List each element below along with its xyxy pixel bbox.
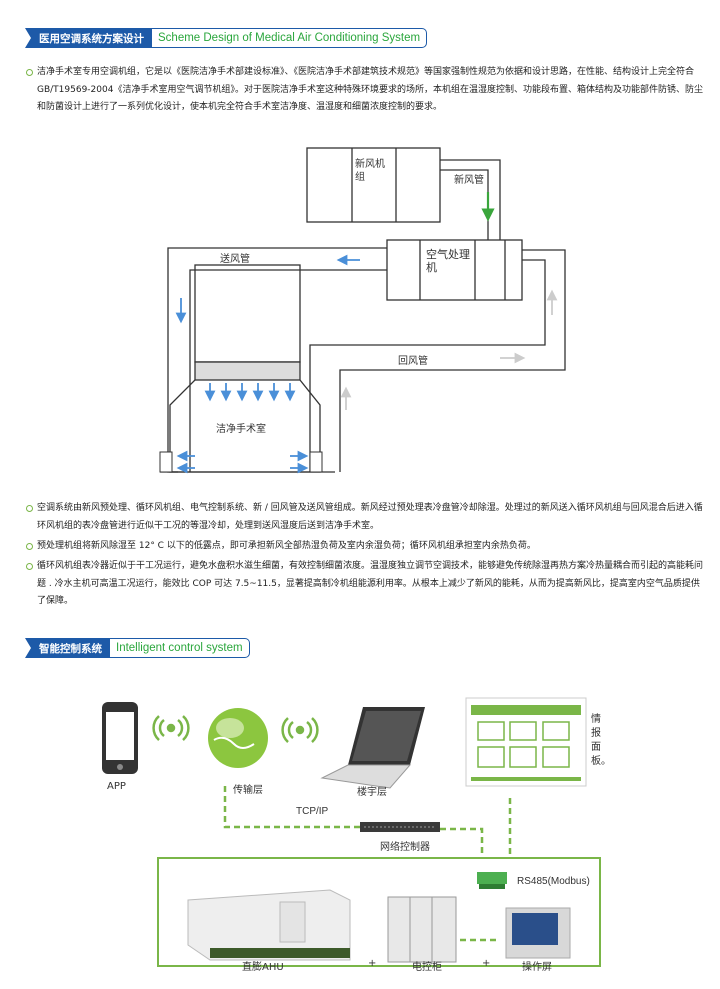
return-duct-label: 回风管 <box>398 356 428 367</box>
room-label: 洁净手术室 <box>216 424 266 435</box>
ahu-image <box>187 889 351 961</box>
network-controller-icon <box>360 822 440 832</box>
tcpip-label: TCP/IP <box>296 806 329 817</box>
info-panel-image <box>465 697 587 787</box>
rs485-label: RS485(Modbus) <box>517 876 590 887</box>
ahu-label: 空气处理机 <box>426 248 470 274</box>
wireless-icon <box>281 717 319 743</box>
section-header-hvac: 医用空调系统方案设计 Scheme Design of Medical Air … <box>25 28 428 48</box>
building-layer-label: 楼宇层 <box>357 787 387 798</box>
info-panel-label: 情报面板。 <box>591 714 611 767</box>
control-diagram <box>102 697 601 967</box>
section-title-cn: 智能控制系统 <box>25 638 110 658</box>
phone-icon <box>102 702 138 774</box>
section-header-control: 智能控制系统 Intelligent control system <box>25 638 250 658</box>
app-label: APP <box>107 781 126 792</box>
fresh-duct-label: 新风管 <box>454 175 484 186</box>
section-title-en: Intelligent control system <box>110 638 250 658</box>
plus-sign: + <box>482 958 491 969</box>
wireless-icon <box>152 715 190 741</box>
cabinet-caption: 电控柜 <box>412 962 442 973</box>
section-title-cn: 医用空调系统方案设计 <box>25 28 152 48</box>
bullet-2: 预处理机组将新风除湿至 12° C 以下的低露点，即可承担新风全部热湿负荷及室内… <box>26 538 705 556</box>
bullet-3: 循环风机组表冷器近似于干工况运行，避免水盘积水滋生细菌，有效控制细菌浓度。温湿度… <box>26 558 705 611</box>
hvac-diagram <box>159 147 566 474</box>
section-title-en: Scheme Design of Medical Air Conditionin… <box>152 28 428 48</box>
bullet-1: 空调系统由新风预处理、循环风机组、电气控制系统、新 / 回风管及送风管组成。新风… <box>26 500 705 535</box>
terminal-block-icon <box>477 872 507 889</box>
laptop-icon <box>320 707 425 789</box>
fresh-air-unit <box>306 147 441 223</box>
touch-screen-image <box>505 907 571 959</box>
supply-duct-label: 送风管 <box>220 254 250 265</box>
fresh-unit-label: 新风机组 <box>355 159 385 183</box>
screen-caption: 操作屏 <box>522 962 552 973</box>
globe-icon <box>208 708 268 768</box>
ahu-caption: 直膨AHU <box>242 962 284 973</box>
cabinet-image <box>387 896 457 963</box>
intro-paragraph: 洁净手术室专用空调机组，它是以《医院洁净手术部建设标准》、《医院洁净手术部建筑技… <box>26 64 705 117</box>
equipment-box <box>157 857 601 967</box>
transport-layer-label: 传输层 <box>233 785 263 796</box>
plus-sign: + <box>368 958 377 969</box>
network-controller-label: 网络控制器 <box>380 842 430 853</box>
